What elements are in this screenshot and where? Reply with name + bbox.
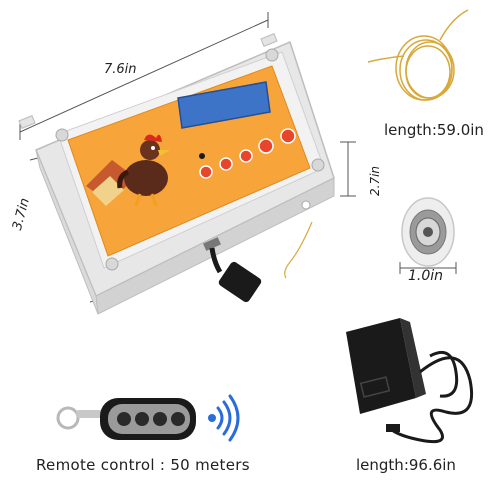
coiled-wire-icon [367,9,469,101]
wire-length-label: length:59.0in [384,121,484,139]
cable-length-label: length:96.6in [356,456,456,474]
power-adapter-icon [346,318,473,444]
height-dimension-line [340,141,356,197]
width-dimension-line [19,12,269,140]
height-label: 2.7in [368,165,382,196]
wireless-signal-icon [208,394,240,442]
panel-buttons [199,128,296,179]
wheel-size-label: 1.0in [408,268,444,284]
lcd-display [177,81,271,129]
power-plug [209,247,262,303]
wheel-icon [399,197,457,274]
remote-range-label: Remote control : 50 meters [36,456,250,474]
sensor-wire [284,221,313,279]
remote-control-icon [56,398,196,440]
control-panel [67,65,311,257]
width-label: 7.6in [104,62,137,77]
rooster-illustration [86,134,170,207]
